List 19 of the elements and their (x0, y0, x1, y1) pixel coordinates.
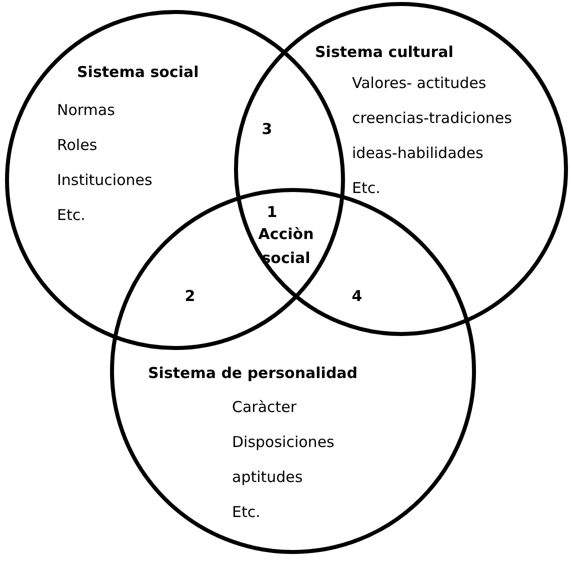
circle-title: Sistema de personalidad (148, 364, 358, 382)
list-item: Roles (57, 136, 98, 154)
list-item: Disposiciones (232, 433, 334, 451)
list-item: ideas-habilidades (352, 144, 484, 162)
list-item: Instituciones (57, 171, 152, 189)
list-item: creencias-tradiciones (352, 109, 512, 127)
list-item: aptitudes (232, 468, 303, 486)
list-item: Valores- actitudes (352, 74, 486, 92)
region-number: 2 (184, 286, 196, 307)
region-number: 3 (260, 119, 274, 140)
circle-title: Sistema cultural (315, 43, 454, 61)
list-item: Etc. (57, 206, 86, 224)
circle-title: Sistema social (77, 63, 199, 81)
list-item: Etc. (352, 179, 380, 197)
list-item: Etc. (232, 503, 260, 521)
region-number: 4 (350, 286, 364, 307)
list-item: Caràcter (232, 398, 297, 416)
region-number: 1 (266, 202, 278, 223)
list-item: Normas (57, 101, 115, 119)
